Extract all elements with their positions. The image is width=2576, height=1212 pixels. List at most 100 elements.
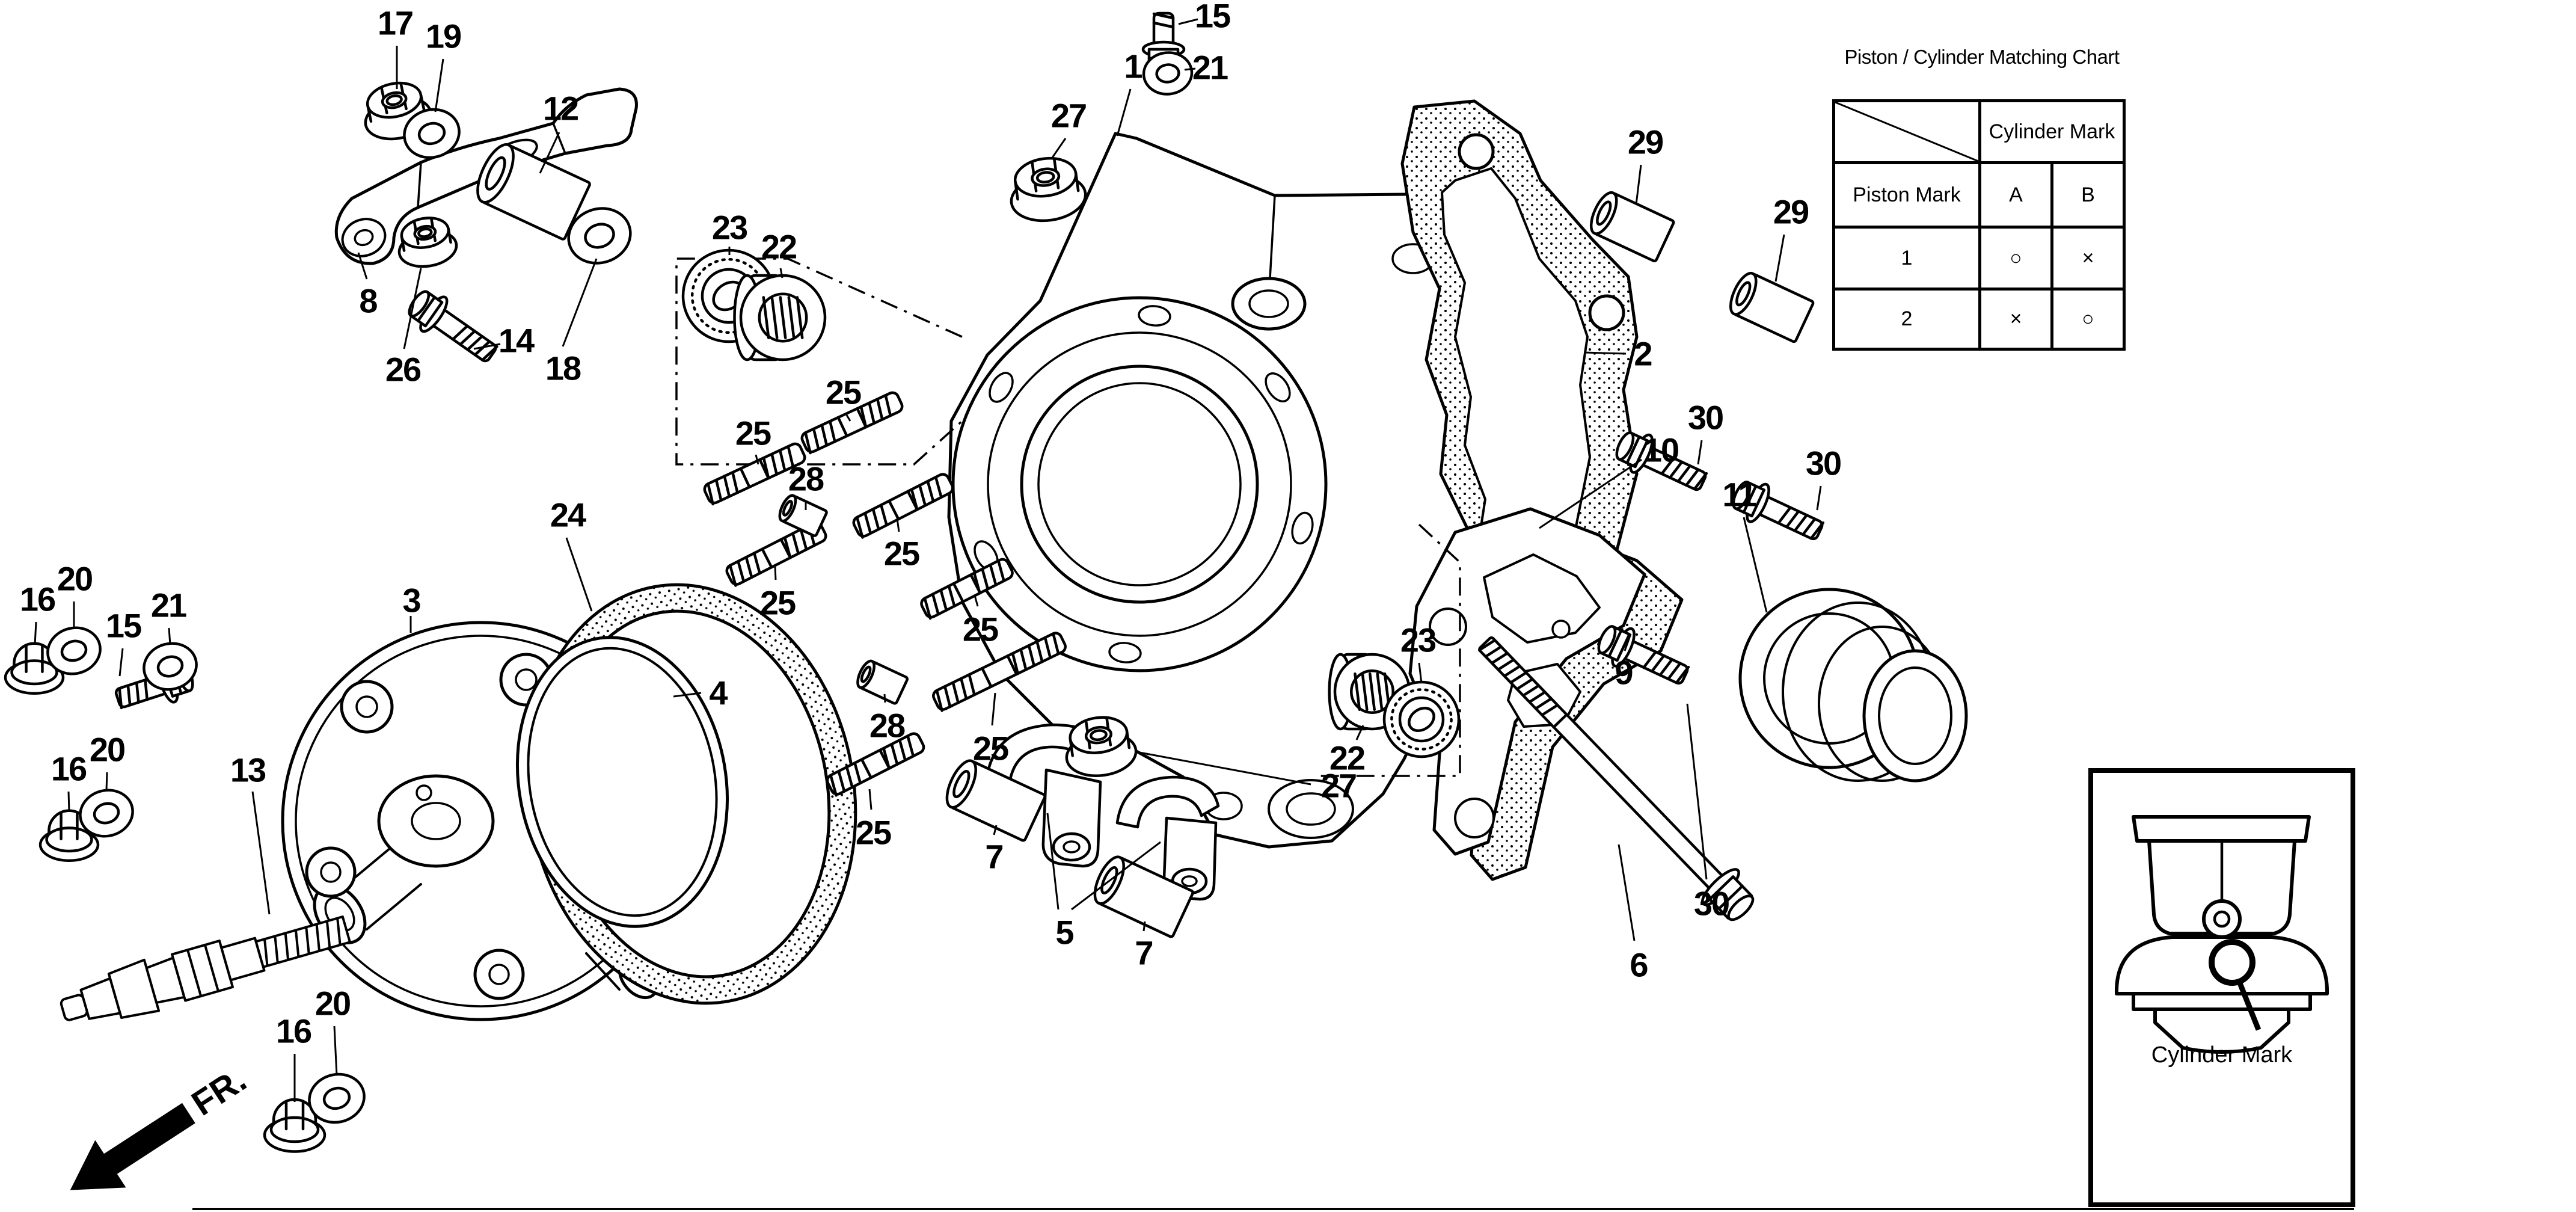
callout-number-18: 18 [545,349,581,387]
flange-nut-26 [397,217,458,268]
callout-23-11: 23 [712,209,749,255]
callout-25-29: 25 [884,518,921,573]
callout-30-16: 30 [1688,399,1724,465]
col-a-header: A [1978,161,2053,229]
washer-20-3 [308,1072,366,1124]
callout-number-27: 27 [1051,97,1086,135]
cylinder-mark-circle [2209,939,2256,986]
callout-4-37: 4 [673,674,729,712]
callout-number-23: 23 [1400,621,1436,659]
chart-title: Piston / Cylinder Matching Chart [1844,46,2120,68]
collar-7-1 [945,759,1046,842]
callout-number-4: 4 [709,674,728,712]
callout-20-40: 20 [57,560,93,629]
callout-30-19: 30 [1806,445,1842,511]
callout-number-25: 25 [884,535,919,573]
collar-29-2 [1729,271,1815,343]
callout-number-15: 15 [106,607,141,645]
callout-number-28: 28 [869,707,905,745]
cap-nut-16-3 [263,1098,327,1153]
callout-5-47: 5 [1046,813,1161,952]
callout-28-34: 28 [869,694,906,745]
washer-21b [143,642,198,691]
callout-number-19: 19 [426,17,461,55]
callout-15-7: 15 [1178,0,1231,35]
matching-chart: Cylinder Mark Piston Mark A B 1 ○ × 2 × … [1832,99,2126,351]
bolt-30-3 [1597,625,1690,685]
callout-number-7: 7 [985,838,1002,876]
callout-number-14: 14 [498,322,535,360]
callout-29-14: 29 [1628,123,1664,205]
callout-1-9: 1 [1116,48,1143,137]
callout-number-13: 13 [230,751,266,789]
callout-25-30: 25 [963,595,999,648]
o-ring [515,636,729,928]
detail-balloon-frames [675,257,1461,777]
callout-number-25: 25 [826,374,861,411]
col-group-header: Cylinder Mark [1978,99,2126,164]
stud-25-1 [800,391,904,455]
callout-number-28: 28 [788,460,824,498]
callout-28-33: 28 [788,460,825,510]
piston-2-cell: 2 [1832,288,1981,351]
callout-21-8: 21 [1184,49,1229,87]
callout-16-43: 16 [51,750,88,813]
col-b-header: B [2050,161,2126,229]
callout-24-36: 24 [550,496,593,612]
cylinder-gasket [1400,99,1639,653]
washer-20-1 [46,626,102,675]
callout-6-22: 6 [1618,844,1649,984]
piston-2-a-mark: × [1978,288,2053,351]
fr-arrow-icon [70,1103,195,1190]
piston-2-b-mark: ○ [2050,288,2126,351]
callout-9-20: 9 [1615,633,1634,692]
callout-number-24: 24 [550,496,586,534]
callout-20-46: 20 [315,985,351,1076]
long-bolt-6 [1478,636,1755,921]
callout-22-24: 22 [1329,725,1366,777]
callout-number-20: 20 [57,560,92,598]
callout-number-21: 21 [151,586,186,624]
flange-nut-27b [1065,716,1138,777]
callout-number-25: 25 [760,584,796,622]
stud-25-6 [932,632,1067,712]
callout-number-21: 21 [1192,49,1228,87]
callout-number-25: 25 [963,611,998,648]
callout-number-12: 12 [543,90,578,128]
spark-plug [60,915,351,1021]
washer-20-2 [79,789,134,838]
callout-10-17: 10 [1539,431,1679,529]
dowel-28-2 [856,659,909,705]
callout-25-27: 25 [735,414,772,465]
callout-number-1: 1 [1124,48,1142,85]
flange-nut-27 [1010,156,1087,223]
callout-number-16: 16 [20,580,55,618]
callout-number-30: 30 [1694,885,1729,923]
callout-25-32: 25 [856,789,892,852]
callout-number-5: 5 [1055,914,1073,952]
callout-15-41: 15 [106,607,143,677]
bolt-30-2 [1732,481,1825,541]
bushing-12 [476,143,591,241]
matching-chart-table: Cylinder Mark Piston Mark A B 1 ○ × 2 × … [1832,99,2126,351]
callout-26-4: 26 [385,268,422,389]
inset-cylinder-drawing [2114,815,2329,1054]
callout-number-23: 23 [712,209,747,247]
callout-11-18: 11 [1722,476,1768,613]
inset-label: Cylinder Mark [2151,1042,2293,1068]
callout-number-20: 20 [315,985,350,1023]
callout-number-11: 11 [1722,476,1756,514]
callout-number-3: 3 [402,582,420,620]
callout-number-15: 15 [1195,0,1230,35]
diagonal-header-cell [1832,99,1981,164]
callout-7-48: 7 [985,825,1004,876]
washer-18 [567,207,632,265]
callout-27-10: 27 [1051,97,1087,158]
callout-number-25: 25 [856,814,891,852]
callout-14-5: 14 [473,322,536,360]
callout-number-29: 29 [1773,193,1809,231]
callout-16-45: 16 [276,1012,313,1102]
callout-18-6: 18 [545,258,598,387]
washer-19 [403,108,461,159]
callout-19-1: 19 [426,17,462,112]
